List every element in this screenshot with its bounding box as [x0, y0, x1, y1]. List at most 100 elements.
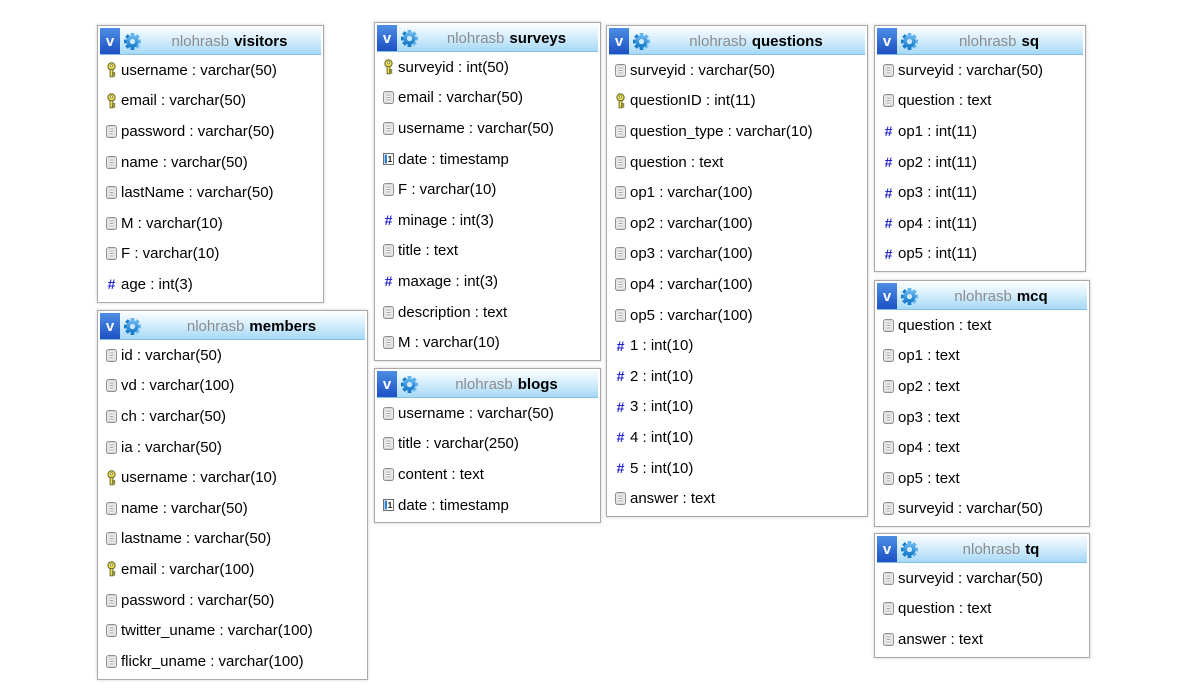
- field-row-name[interactable]: name : varchar(50): [100, 146, 321, 178]
- field-row-username[interactable]: username : varchar(50): [377, 113, 598, 144]
- gear-icon[interactable]: [897, 28, 921, 54]
- field-row-op1[interactable]: op1 : varchar(100): [609, 177, 865, 208]
- field-row-op2[interactable]: op2 : varchar(100): [609, 207, 865, 239]
- field-row-vd[interactable]: vd : varchar(100): [100, 370, 365, 402]
- gear-icon[interactable]: [120, 28, 144, 54]
- field-row-M[interactable]: M : varchar(10): [377, 327, 598, 358]
- field-row-3[interactable]: #3 : int(10): [609, 391, 865, 423]
- field-row-surveyid[interactable]: surveyid : varchar(50): [877, 563, 1087, 594]
- field-row-lastName[interactable]: lastName : varchar(50): [100, 177, 321, 208]
- field-row-op3[interactable]: op3 : varchar(100): [609, 238, 865, 270]
- field-row-op5[interactable]: #op5 : int(11): [877, 238, 1083, 270]
- field-row-title[interactable]: title : varchar(250): [377, 428, 598, 460]
- field-row-age[interactable]: #age : int(3): [100, 269, 321, 300]
- field-row-op3[interactable]: #op3 : int(11): [877, 177, 1083, 208]
- field-row-flickr_uname[interactable]: flickr_uname : varchar(100): [100, 645, 365, 677]
- field-row-F[interactable]: F : varchar(10): [100, 238, 321, 270]
- database-name: nlohrasb: [958, 32, 1017, 50]
- gear-icon[interactable]: [629, 28, 653, 54]
- field-row-M[interactable]: M : varchar(10): [100, 207, 321, 239]
- table-badge-icon[interactable]: v: [877, 536, 897, 562]
- table-badge-icon[interactable]: v: [100, 313, 120, 339]
- field-row-surveyid[interactable]: surveyid : varchar(50): [609, 55, 865, 86]
- field-row-op1[interactable]: #op1 : int(11): [877, 116, 1083, 147]
- field-row-4[interactable]: #4 : int(10): [609, 422, 865, 453]
- field-row-description[interactable]: description : text: [377, 296, 598, 328]
- field-row-password[interactable]: password : varchar(50): [100, 584, 365, 616]
- field-row-username[interactable]: username : varchar(50): [100, 55, 321, 86]
- table-badge-icon[interactable]: v: [609, 28, 629, 54]
- gear-icon[interactable]: [897, 283, 921, 309]
- gear-icon[interactable]: [397, 371, 421, 397]
- field-row-ch[interactable]: ch : varchar(50): [100, 401, 365, 432]
- field-row-email[interactable]: email : varchar(50): [377, 82, 598, 114]
- table-badge-icon[interactable]: v: [100, 28, 120, 54]
- field-row-maxage[interactable]: #maxage : int(3): [377, 266, 598, 297]
- field-row-title[interactable]: title : text: [377, 235, 598, 267]
- field-row-question[interactable]: question : text: [877, 593, 1087, 625]
- field-row-password[interactable]: password : varchar(50): [100, 116, 321, 147]
- field-row-content[interactable]: content : text: [377, 459, 598, 490]
- field-row-op2[interactable]: #op2 : int(11): [877, 146, 1083, 178]
- field-row-op3[interactable]: op3 : text: [877, 401, 1087, 433]
- field-row-answer[interactable]: answer : text: [877, 624, 1087, 655]
- table-badge-icon[interactable]: v: [877, 283, 897, 309]
- field-row-lastname[interactable]: lastname : varchar(50): [100, 523, 365, 555]
- field-row-email[interactable]: email : varchar(50): [100, 85, 321, 117]
- field-row-1[interactable]: #1 : int(10): [609, 330, 865, 361]
- field-row-minage[interactable]: #minage : int(3): [377, 204, 598, 236]
- field-row-name[interactable]: name : varchar(50): [100, 492, 365, 524]
- field-row-id[interactable]: id : varchar(50): [100, 340, 365, 371]
- field-row-op4[interactable]: op4 : varchar(100): [609, 269, 865, 300]
- field-row-question[interactable]: question : text: [877, 310, 1087, 341]
- field-row-2[interactable]: #2 : int(10): [609, 360, 865, 392]
- table-badge-icon[interactable]: v: [377, 371, 397, 397]
- gear-icon[interactable]: [120, 313, 144, 339]
- field-row-question[interactable]: question : text: [609, 146, 865, 178]
- field-row-ia[interactable]: ia : varchar(50): [100, 431, 365, 463]
- field-row-username[interactable]: username : varchar(10): [100, 462, 365, 493]
- field-row-username[interactable]: username : varchar(50): [377, 398, 598, 429]
- field-row-op5[interactable]: op5 : varchar(100): [609, 299, 865, 331]
- field-row-op5[interactable]: op5 : text: [877, 462, 1087, 494]
- field-row-surveyid[interactable]: surveyid : varchar(50): [877, 493, 1087, 525]
- gear-icon[interactable]: [897, 536, 921, 562]
- field-row-op1[interactable]: op1 : text: [877, 340, 1087, 372]
- field-row-op2[interactable]: op2 : text: [877, 371, 1087, 402]
- field-row-email[interactable]: email : varchar(100): [100, 554, 365, 585]
- field-row-op4[interactable]: #op4 : int(11): [877, 207, 1083, 239]
- field-label: op2 : varchar(100): [630, 214, 753, 232]
- field-row-question[interactable]: question : text: [877, 85, 1083, 117]
- table-badge-icon[interactable]: v: [877, 28, 897, 54]
- field-row-F[interactable]: F : varchar(10): [377, 174, 598, 205]
- field-row-question_type[interactable]: question_type : varchar(10): [609, 116, 865, 147]
- field-row-surveyid[interactable]: surveyid : varchar(50): [877, 55, 1083, 86]
- gear-icon[interactable]: [397, 25, 421, 51]
- table-badge-icon[interactable]: v: [377, 25, 397, 51]
- field-row-op4[interactable]: op4 : text: [877, 432, 1087, 463]
- field-row-questionID[interactable]: questionID : int(11): [609, 85, 865, 117]
- field-row-twitter_uname[interactable]: twitter_uname : varchar(100): [100, 615, 365, 646]
- field-row-5[interactable]: #5 : int(10): [609, 452, 865, 484]
- field-row-surveyid[interactable]: surveyid : int(50): [377, 52, 598, 83]
- field-row-answer[interactable]: answer : text: [609, 483, 865, 514]
- column-icon: [105, 532, 118, 546]
